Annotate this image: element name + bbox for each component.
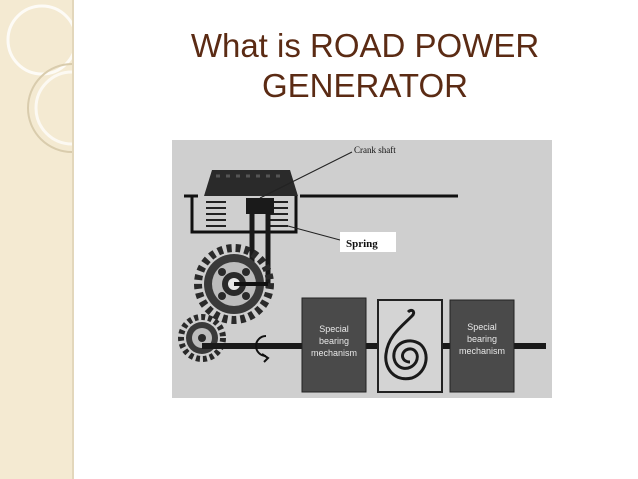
decorative-side-strip <box>0 0 74 479</box>
spring-label: Spring <box>346 238 378 250</box>
box1-line1: Special <box>319 324 349 334</box>
slide-title: What is ROAD POWER GENERATOR <box>150 26 580 106</box>
spiral-spring <box>384 308 428 381</box>
crank-leader-line <box>259 151 353 199</box>
bearing-mechanism-box-2 <box>449 299 515 393</box>
box1-line2: bearing <box>319 336 349 346</box>
spring-housing <box>190 196 298 234</box>
bearing-mechanism-box-1 <box>301 297 367 393</box>
spring-left <box>206 201 226 227</box>
crank-block <box>246 198 274 214</box>
diagram-svg: Crank shaft Spring <box>178 145 546 393</box>
crank-shaft-label: Crank shaft <box>354 145 396 155</box>
slide-title-line2: GENERATOR <box>262 67 468 104</box>
slide-title-line1: What is ROAD POWER <box>190 27 540 64</box>
spring-label-box <box>340 232 396 252</box>
small-gear <box>178 314 226 362</box>
box1-line3: mechanism <box>311 348 357 358</box>
box2-line3: mechanism <box>459 346 505 356</box>
road-power-generator-diagram: Crank shaft Spring <box>172 140 552 398</box>
spring-leader-line <box>287 225 341 241</box>
speed-breaker <box>204 170 298 196</box>
box2-line2: bearing <box>467 334 497 344</box>
spring-right <box>268 201 288 227</box>
box2-line1: Special <box>467 322 497 332</box>
decorative-rings <box>6 4 72 153</box>
